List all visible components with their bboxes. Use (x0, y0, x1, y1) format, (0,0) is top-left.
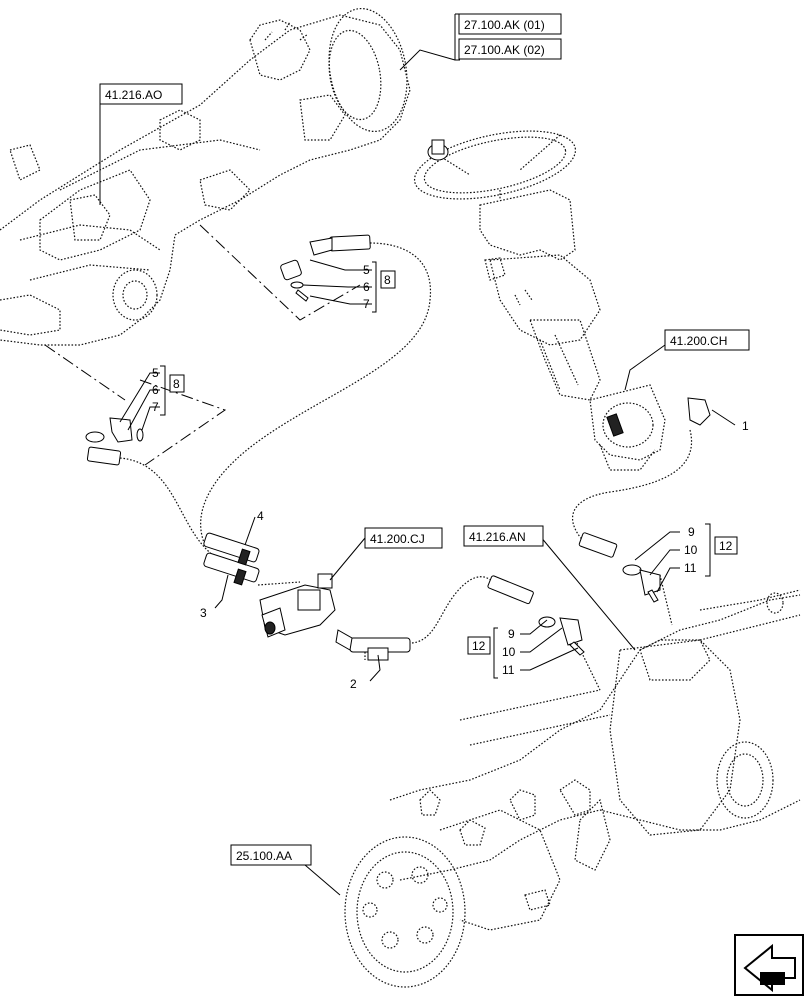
group-box-12-lower (467, 636, 491, 655)
front-axle-assembly[interactable] (344, 589, 801, 988)
left-hose-fitting[interactable] (85, 417, 144, 466)
steering-valve[interactable] (257, 573, 336, 638)
group-box-8-upper (380, 270, 396, 289)
group-8-upper: 8 (384, 273, 391, 287)
callout-2: 2 (350, 677, 357, 691)
ref-box-41-200-ch[interactable]: 41.200.CH (664, 329, 750, 351)
callout-10-right: 10 (684, 543, 698, 557)
ref-box-41-216-an[interactable]: 41.216.AN (463, 525, 544, 547)
callout-6-upper: 6 (363, 280, 370, 294)
callout-7-upper: 7 (363, 297, 370, 311)
callout-1: 1 (742, 419, 749, 433)
svg-text:41.200.CH: 41.200.CH (670, 334, 727, 348)
callout-11-lower: 11 (502, 663, 515, 677)
svg-text:41.216.AO: 41.216.AO (105, 88, 162, 102)
ref-box-25-100-aa[interactable]: 25.100.AA (230, 844, 312, 866)
group-brackets (160, 13, 711, 679)
callout-6-left: 6 (152, 383, 159, 397)
svg-text:25.100.AA: 25.100.AA (236, 849, 292, 863)
group-box-12-right (714, 536, 738, 555)
callout-10-lower: 10 (502, 645, 516, 659)
svg-text:27.100.AK (02): 27.100.AK (02) (464, 43, 545, 57)
lower-hose-fitting[interactable] (487, 575, 585, 656)
svg-text:27.100.AK (01): 27.100.AK (01) (464, 18, 545, 32)
ref-box-41-200-cj[interactable]: 41.200.CJ (364, 527, 443, 549)
previous-page-arrow-icon[interactable] (734, 934, 804, 996)
callout-9-lower: 9 (508, 627, 515, 641)
ref-box-41-216-ao[interactable]: 41.216.AO (99, 83, 183, 105)
svg-text:41.200.CJ: 41.200.CJ (370, 532, 425, 546)
callout-7-left: 7 (152, 400, 159, 414)
callout-5-upper: 5 (363, 263, 370, 277)
leader-lines (99, 49, 736, 896)
callout-9-right: 9 (688, 525, 695, 539)
callout-11-right: 11 (684, 561, 697, 575)
group-12-lower: 12 (472, 639, 486, 653)
right-hose-fitting[interactable] (578, 397, 711, 603)
hose-ends[interactable] (203, 532, 260, 586)
group-12-right: 12 (719, 539, 733, 553)
ref-box-27-100-ak-02[interactable]: 27.100.AK (02) (458, 38, 562, 60)
callout-5-left: 5 (152, 366, 159, 380)
reference-lines (44, 224, 361, 466)
group-box-8-left (169, 374, 185, 393)
group-8-left: 8 (173, 377, 180, 391)
steering-column-assembly[interactable] (409, 119, 666, 471)
lower-hose[interactable] (335, 629, 411, 661)
callout-4: 4 (257, 509, 264, 523)
upper-hose-fitting[interactable] (280, 234, 371, 302)
hose-lines (119, 242, 693, 691)
rear-axle-assembly[interactable] (0, 2, 416, 346)
svg-text:41.216.AN: 41.216.AN (469, 530, 526, 544)
ref-box-27-100-ak-01[interactable]: 27.100.AK (01) (458, 13, 562, 35)
callout-3: 3 (200, 606, 207, 620)
